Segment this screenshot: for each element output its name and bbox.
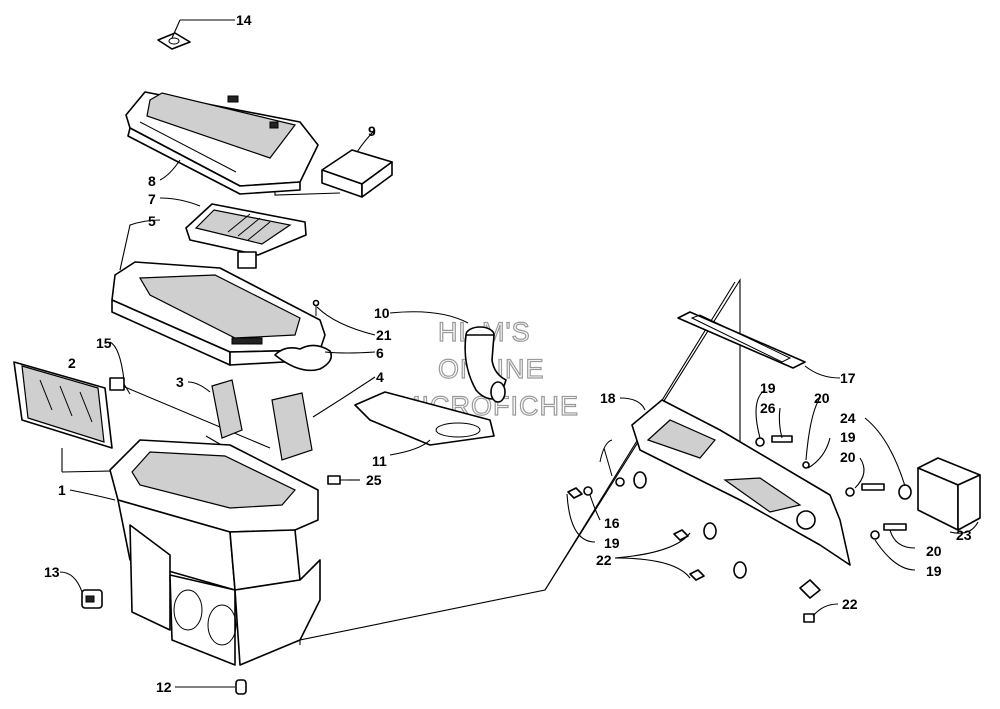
callout-24: 24: [840, 410, 856, 426]
callout-3: 3: [176, 374, 184, 390]
part-23-filter: [917, 457, 981, 531]
callout-9: 9: [368, 123, 376, 139]
part-18-duct: [631, 399, 851, 566]
part-5-upper-airbox: [111, 261, 326, 366]
callout-labels: 14 9 8 7 5 21 6 10 15 2 3 4 11 25 1 13 1…: [44, 12, 972, 695]
part-2-filter: [13, 361, 113, 449]
part-3-pad: [211, 379, 243, 439]
callout-13: 13: [44, 564, 60, 580]
callout-19b: 19: [840, 429, 856, 445]
callout-7: 7: [148, 191, 156, 207]
part-4-pad: [271, 392, 313, 461]
callout-1: 1: [58, 482, 66, 498]
callout-19d: 19: [926, 563, 942, 579]
part-8-lid: [125, 91, 319, 195]
callout-19c: 19: [604, 535, 620, 551]
callout-21: 21: [376, 327, 392, 343]
callout-20c: 20: [926, 543, 942, 559]
callout-26: 26: [760, 400, 776, 416]
callout-25: 25: [366, 472, 382, 488]
callout-6: 6: [376, 345, 384, 361]
washers: [583, 437, 912, 579]
part-21-screw: [312, 299, 320, 316]
callout-22b: 22: [842, 596, 858, 612]
part-12-plug: [235, 679, 247, 695]
part-7-silencer: [185, 203, 307, 269]
callout-8: 8: [148, 173, 156, 189]
part-9-filter: [321, 149, 393, 198]
callout-11: 11: [372, 453, 387, 469]
callout-18: 18: [600, 390, 616, 406]
part-14-clip: [157, 32, 191, 50]
part-16-bracket: [599, 439, 613, 477]
callout-23: 23: [956, 527, 972, 543]
callout-22a: 22: [596, 552, 612, 568]
part-15-bolt: [109, 377, 131, 395]
part-25-screw: [327, 475, 350, 485]
callout-leaders: [59, 19, 979, 688]
part-10-elbow: [464, 326, 507, 403]
callout-15: 15: [96, 335, 112, 351]
callout-5: 5: [148, 213, 156, 229]
callout-10: 10: [374, 305, 390, 321]
part-1-lower-airbox: [109, 439, 321, 666]
callout-2: 2: [68, 355, 76, 371]
callout-14: 14: [236, 12, 252, 28]
callout-17: 17: [840, 370, 856, 386]
part-11-plate: [354, 391, 495, 446]
callout-12: 12: [156, 679, 172, 695]
part-13-clip: [81, 589, 103, 609]
nuts: [567, 487, 821, 623]
callout-16: 16: [604, 515, 620, 531]
callout-20b: 20: [840, 449, 856, 465]
part-6-gasket: [274, 344, 333, 372]
callout-20a: 20: [814, 390, 830, 406]
callout-4: 4: [376, 369, 384, 385]
callout-19a: 19: [760, 380, 776, 396]
part-17-gasket: [677, 311, 806, 369]
